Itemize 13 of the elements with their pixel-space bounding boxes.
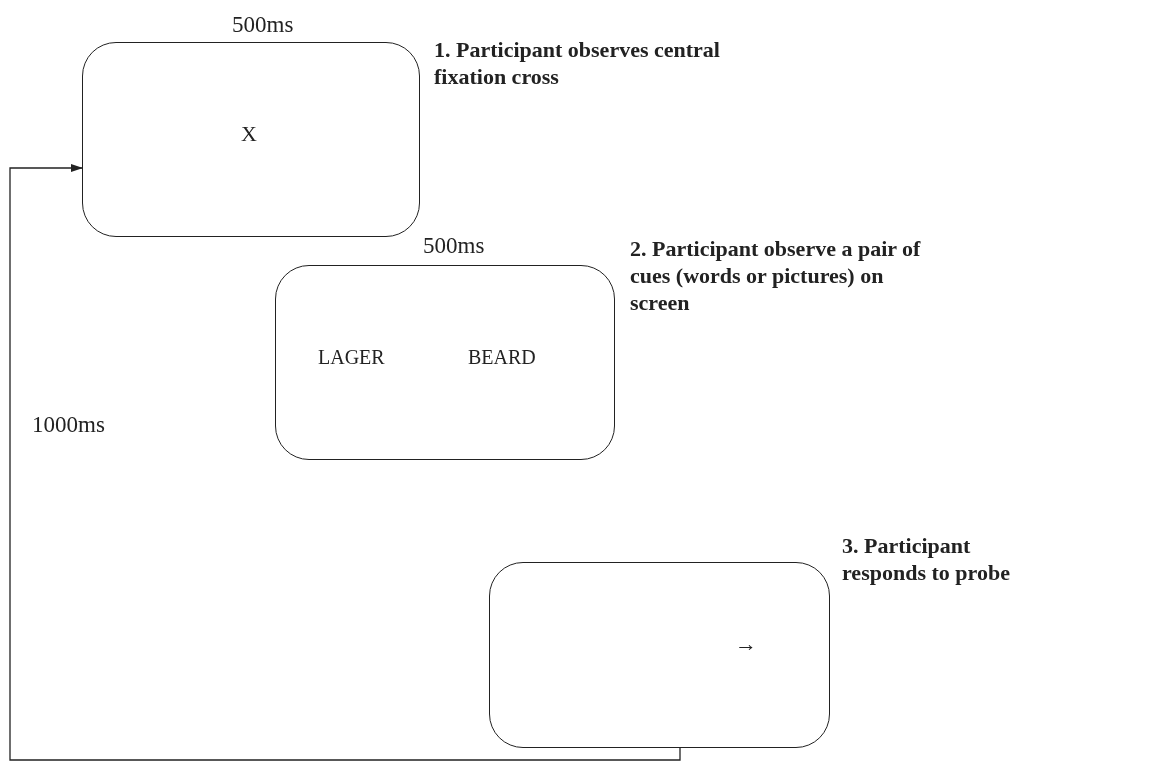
screen-box bbox=[275, 265, 615, 460]
step-description: 3. Participant responds to probe bbox=[842, 532, 1011, 586]
return-arrow bbox=[9, 164, 681, 761]
screen-box bbox=[489, 562, 830, 748]
duration-label: 500ms bbox=[232, 12, 294, 38]
screen-text: → bbox=[735, 631, 757, 657]
screen-box bbox=[82, 42, 420, 237]
screen-text: LAGER bbox=[318, 346, 385, 369]
step-description: 2. Participant observe a pair of cues (words or pictures) on screen bbox=[630, 235, 922, 316]
step-description: 1. Participant observes central fixation cross bbox=[434, 36, 721, 90]
screen-text: BEARD bbox=[468, 346, 536, 369]
duration-label: 500ms bbox=[423, 233, 485, 259]
screen-text: X bbox=[241, 121, 257, 147]
